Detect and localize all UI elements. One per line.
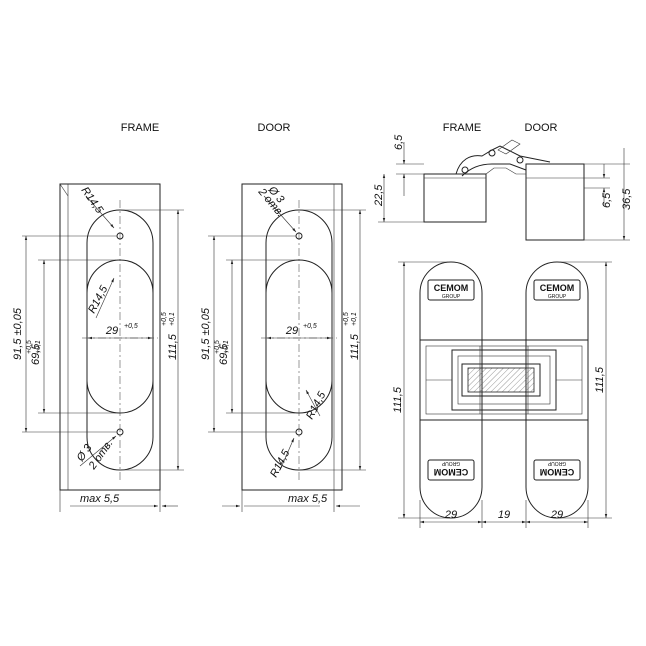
front-width-right: 29: [550, 509, 563, 521]
frame-height-69: 69,5: [30, 343, 42, 365]
brand-plate-top-left: [427, 279, 475, 301]
brand-top-right: CEMOM: [540, 283, 575, 293]
side-frame-body: [423, 173, 487, 223]
brand-plate-bottom-left: [427, 459, 475, 481]
frame-radius-top: R14,5: [79, 185, 106, 217]
front-width-left: 29: [444, 509, 457, 521]
side-view: 6,5 22,5 6,5 36,5: [373, 134, 633, 241]
frame-height-111-tol-top: +0,5: [161, 312, 168, 326]
brand-bottom-left: CEMOM: [434, 467, 469, 477]
door-radius-bot: R14,5: [268, 447, 293, 479]
brand-bottom-right-sub: GROUP: [547, 460, 566, 466]
door-width-29: 29: [285, 325, 298, 337]
door-height-69: 69,5: [218, 343, 230, 365]
door-plate: [241, 183, 343, 491]
frame-plate: [59, 183, 161, 491]
brand-top-right-sub: GROUP: [548, 294, 567, 300]
frame-width-29: 29: [105, 325, 118, 337]
front-mechanism: [419, 339, 589, 421]
side-dim-22-5: 22,5: [373, 184, 385, 207]
frame-view: R14,5 R14,5 29 +0,5 91,5 ±0,05 69,5 +0,5…: [12, 183, 184, 512]
door-max-depth: max 5,5: [288, 493, 328, 505]
frame-radius-mid: R14,5: [86, 283, 111, 315]
brand-plate-top-right: [533, 279, 581, 301]
frame-max-depth: max 5,5: [80, 493, 120, 505]
side-dim-6-5-right: 6,5: [601, 192, 613, 208]
door-radius-mid: R14,5: [304, 389, 329, 421]
door-label-left: DOOR: [258, 122, 291, 134]
brand-top-left: CEMOM: [434, 283, 469, 293]
door-height-111-tol-bot: +0,1: [351, 312, 358, 326]
side-door-body: [525, 163, 585, 241]
brand-plate-bottom-right: [533, 459, 581, 481]
front-view: CEMOM GROUP CEMOM GROUP CEMOM GROUP CEMO…: [392, 261, 612, 528]
front-width-gap: 19: [498, 509, 510, 521]
door-height-69-tol-top: +0,5: [214, 340, 221, 354]
door-height-111: 111,5: [349, 333, 361, 360]
frame-height-69-tol-bot: +0,1: [35, 340, 42, 354]
door-view: Ø 3 2 отв. 29 +0,5 91,5 ±0,05 69,5 +0,5 …: [200, 183, 366, 512]
door-label-right: DOOR: [525, 122, 558, 134]
side-dim-36-5: 36,5: [621, 188, 633, 210]
frame-height-111: 111,5: [167, 333, 179, 360]
brand-bottom-left-sub: GROUP: [441, 460, 460, 466]
frame-height-91: 91,5 ±0,05: [12, 307, 24, 360]
frame-label-right: FRAME: [443, 122, 482, 134]
front-height-left: 111,5: [392, 386, 404, 413]
door-height-69-tol-bot: +0,1: [223, 340, 230, 354]
side-dim-6-5-left: 6,5: [393, 134, 405, 150]
door-width-29-tol: +0,5: [303, 323, 317, 330]
door-height-111-tol-top: +0,5: [343, 312, 350, 326]
brand-bottom-right: CEMOM: [540, 467, 575, 477]
door-height-91: 91,5 ±0,05: [200, 307, 212, 360]
frame-label-left: FRAME: [121, 122, 160, 134]
frame-height-69-tol-top: +0,5: [26, 340, 33, 354]
brand-top-left-sub: GROUP: [442, 294, 461, 300]
frame-width-29-tol: +0,5: [124, 323, 138, 330]
frame-height-111-tol-bot: +0,1: [169, 312, 176, 326]
front-height-right: 111,5: [594, 366, 606, 393]
